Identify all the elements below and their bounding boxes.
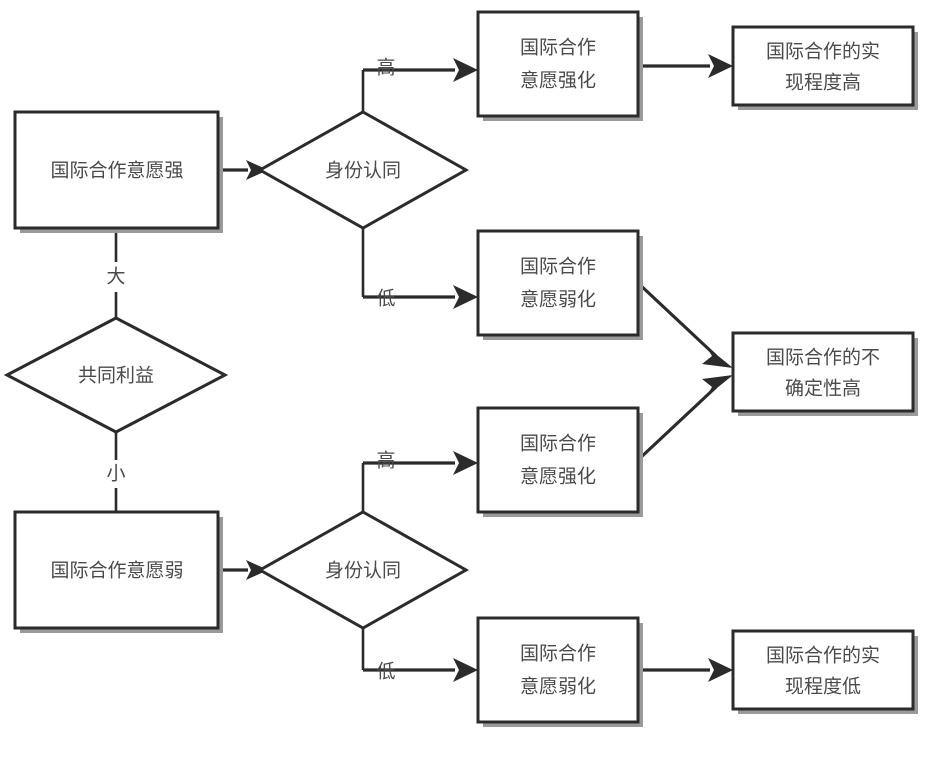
node-outcome-high-label-line1: 国际合作的实: [766, 41, 880, 63]
node-strengthen-2[interactable]: 国际合作 意愿强化: [476, 406, 643, 517]
node-weaken-2[interactable]: 国际合作 意愿弱化: [476, 616, 643, 727]
node-outcome-uncertain-label-line2: 确定性高: [785, 378, 861, 400]
edge-label-low-bottom: 低: [376, 661, 395, 683]
edge-strengthen1-to-outcome-high: [638, 54, 733, 78]
node-identity-top-label: 身份认同: [325, 160, 401, 182]
node-weaken-1[interactable]: 国际合作 意愿弱化: [476, 229, 643, 340]
node-outcome-high[interactable]: 国际合作的实 现程度高: [731, 25, 918, 110]
edge-strengthen2-to-outcome-uncertain: [636, 375, 733, 462]
node-strengthen-2-label-line1: 国际合作: [520, 433, 596, 455]
node-outcome-low-label-line1: 国际合作的实: [766, 645, 880, 667]
node-weaken-1-label-line2: 意愿弱化: [520, 289, 596, 311]
edge-label-high-top: 高: [376, 57, 395, 79]
node-strengthen-2-label-line2: 意愿强化: [520, 466, 596, 488]
node-outcome-low[interactable]: 国际合作的实 现程度低: [731, 629, 918, 714]
node-common-interest[interactable]: 共同利益: [3, 316, 229, 434]
node-willingness-strong-label: 国际合作意愿强: [50, 160, 183, 182]
node-common-interest-label: 共同利益: [78, 365, 154, 387]
node-identity-bottom-label: 身份认同: [325, 560, 401, 582]
edge-identity-bottom-high: [361, 451, 478, 512]
node-identity-bottom[interactable]: 身份认同: [256, 510, 470, 630]
edge-label-high-bottom: 高: [376, 450, 395, 472]
edge-identity-bottom-low: [361, 628, 478, 682]
edge-label-low-top: 低: [376, 288, 395, 310]
edge-label-small: 小: [106, 463, 125, 485]
node-strengthen-1-label-line2: 意愿强化: [520, 70, 596, 92]
edge-label-big: 大: [106, 266, 125, 288]
node-outcome-uncertain[interactable]: 国际合作的不 确定性高: [731, 331, 918, 416]
edge-weaken1-to-outcome-uncertain: [636, 281, 733, 368]
node-willingness-weak[interactable]: 国际合作意愿弱: [13, 510, 223, 633]
node-weaken-1-label-line1: 国际合作: [520, 256, 596, 278]
node-outcome-low-label-line2: 现程度低: [785, 676, 861, 698]
edge-weaken2-to-outcome-low: [638, 658, 733, 682]
node-outcome-high-label-line2: 现程度高: [785, 72, 861, 94]
node-outcome-uncertain-label-line1: 国际合作的不: [766, 347, 880, 369]
node-weaken-2-label-line2: 意愿弱化: [520, 676, 596, 698]
node-willingness-strong[interactable]: 国际合作意愿强: [13, 110, 223, 233]
node-identity-top[interactable]: 身份认同: [256, 110, 470, 230]
edge-identity-top-high: [361, 58, 478, 112]
node-weaken-2-label-line1: 国际合作: [520, 643, 596, 665]
edge-identity-top-low: [361, 228, 478, 309]
node-strengthen-1[interactable]: 国际合作 意愿强化: [476, 10, 643, 121]
node-willingness-weak-label: 国际合作意愿弱: [50, 560, 183, 582]
node-strengthen-1-label-line1: 国际合作: [520, 37, 596, 59]
